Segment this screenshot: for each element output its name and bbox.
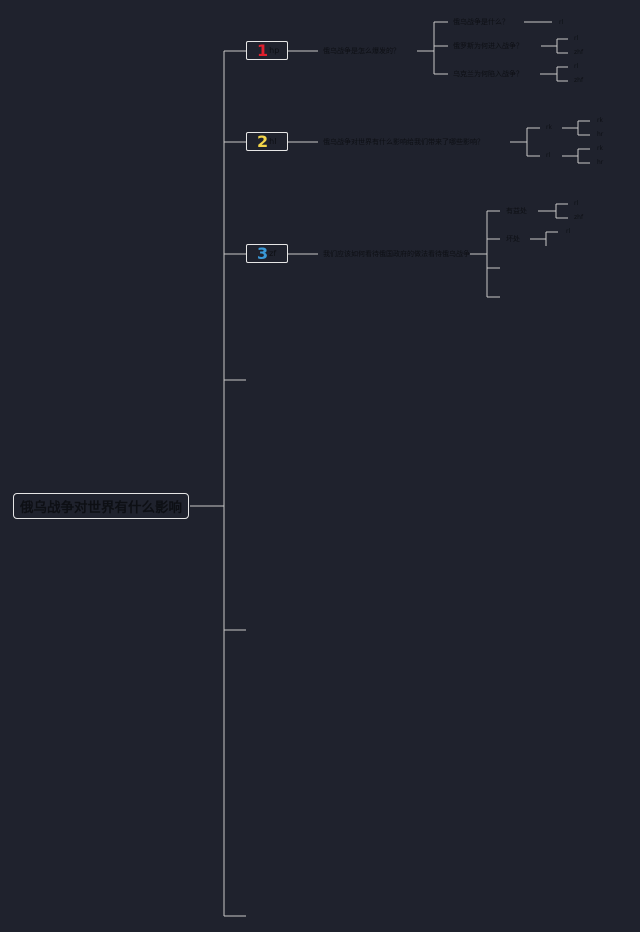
- topic-2-node[interactable]: 2 hl: [246, 132, 288, 151]
- topic-3-question[interactable]: 我们应该如何看待俄国政府的做法看待俄乌战争: [323, 250, 470, 258]
- topic-1-child-3[interactable]: 乌克兰为何陷入战争？: [453, 70, 523, 78]
- topic-3-child-1[interactable]: 有益处: [506, 207, 527, 215]
- topic-2-child-1[interactable]: rk: [546, 124, 552, 131]
- topic-1-tag: hp: [269, 45, 280, 55]
- topic-3-child-1-leaf-2: zhf: [574, 214, 584, 221]
- root-title: 俄乌战争对世界有什么影响: [20, 500, 182, 516]
- topic-3-number: 3: [257, 243, 269, 263]
- topic-2-question[interactable]: 俄乌战争对世界有什么影响给我们带来了哪些影响？: [323, 138, 484, 146]
- topic-1-child-3-leaf-2: zhf: [574, 77, 584, 84]
- topic-2-number: 2: [257, 131, 269, 151]
- topic-2-tag: hl: [269, 136, 277, 146]
- topic-3-child-2-leaf-1: rl: [566, 228, 571, 235]
- topic-3-child-1-leaf-1: rl: [574, 200, 579, 207]
- root-node[interactable]: 俄乌战争对世界有什么影响: [13, 493, 189, 519]
- topic-1-child-2-leaf-1: rl: [574, 35, 579, 42]
- topic-1-question[interactable]: 俄乌战争是怎么爆发的？: [323, 47, 400, 55]
- topic-1-child-2[interactable]: 俄罗斯为何进入战争？: [453, 42, 523, 50]
- topic-2-child-2[interactable]: rl: [546, 152, 551, 159]
- topic-2-child-1-leaf-1: rk: [597, 117, 603, 124]
- topic-1-child-1[interactable]: 俄乌战争是什么？: [453, 18, 509, 26]
- topic-2-child-2-leaf-2: hr: [597, 159, 604, 166]
- topic-3-tag: zf: [269, 248, 277, 258]
- topic-3-node[interactable]: 3 zf: [246, 244, 288, 263]
- topic-1-number: 1: [257, 40, 269, 60]
- topic-1-node[interactable]: 1 hp: [246, 41, 288, 60]
- topic-1-child-3-leaf-1: rl: [574, 63, 579, 70]
- topic-2-child-2-leaf-1: rk: [597, 145, 603, 152]
- topic-1-child-1-leaf-1: rl: [559, 19, 564, 26]
- topic-3-child-2[interactable]: 坏处: [506, 235, 520, 243]
- topic-2-child-1-leaf-2: hr: [597, 131, 604, 138]
- topic-1-child-2-leaf-2: zhf: [574, 49, 584, 56]
